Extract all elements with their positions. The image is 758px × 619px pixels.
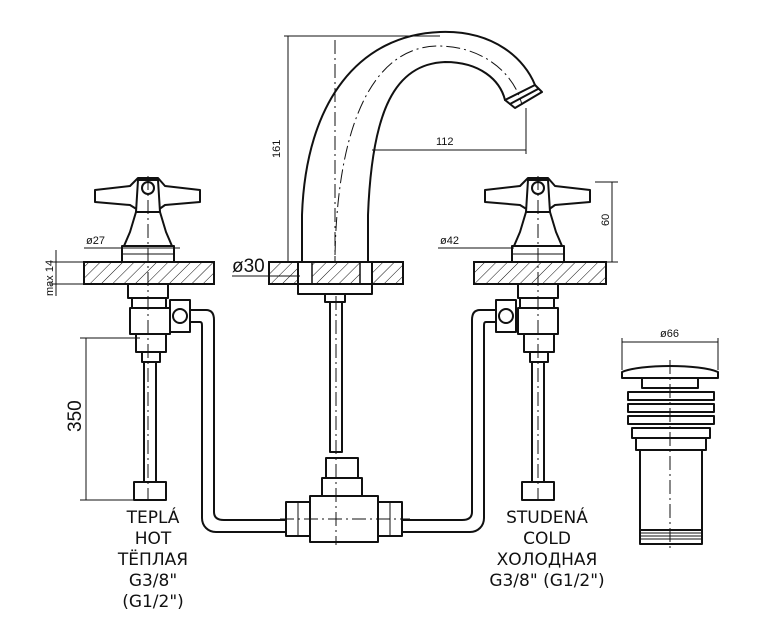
dimension-60: 60 [595, 181, 618, 263]
dimension-30: ø30 [232, 256, 300, 277]
dim-max14-text: max 14 [44, 260, 56, 296]
dim-112-text: 112 [436, 136, 454, 148]
dim-42-text: ø42 [440, 235, 459, 247]
dim-66-text: ø66 [660, 328, 679, 340]
dim-161-text: 161 [271, 140, 283, 158]
hot-label-thread: G3/8" (G1/2") [122, 571, 184, 612]
hot-label-en: HOT [134, 529, 172, 549]
countertop-right [473, 261, 607, 285]
valve-hot [94, 176, 201, 501]
hot-label-ru: ТЁПЛАЯ [117, 550, 189, 570]
dimension-66: ø66 [621, 328, 719, 370]
dimension-42: ø42 [438, 235, 514, 249]
countertop-left [83, 261, 215, 285]
cold-label-cz: STUDENÁ [506, 508, 588, 528]
dim-27-text: ø27 [86, 235, 105, 247]
cold-label-thread: G3/8" (G1/2") [489, 571, 605, 591]
connecting-hoses [189, 309, 497, 533]
hot-label-cz: TEPLÁ [126, 508, 180, 528]
dim-30-text: ø30 [232, 256, 265, 277]
popup-waste [621, 360, 719, 548]
cold-label-ru: ХОЛОДНАЯ [496, 550, 598, 570]
valve-cold [484, 176, 591, 501]
spout [297, 30, 543, 303]
dimension-27: ø27 [84, 235, 180, 249]
hot-label-block: TEPLÁ HOT ТЁПЛАЯ G3/8" (G1/2") [98, 508, 208, 613]
tee-connector [280, 296, 410, 545]
dim-60-text: 60 [600, 214, 612, 226]
dimension-112: 112 [372, 108, 527, 154]
cold-label-en: COLD [523, 529, 571, 549]
cold-label-block: STUDENÁ COLD ХОЛОДНАЯ G3/8" (G1/2") [472, 508, 622, 592]
dimension-350: 350 [65, 337, 140, 501]
dimension-max14: max 14 [44, 250, 84, 296]
dimension-161: 161 [271, 35, 440, 263]
dim-350-text: 350 [65, 400, 86, 432]
